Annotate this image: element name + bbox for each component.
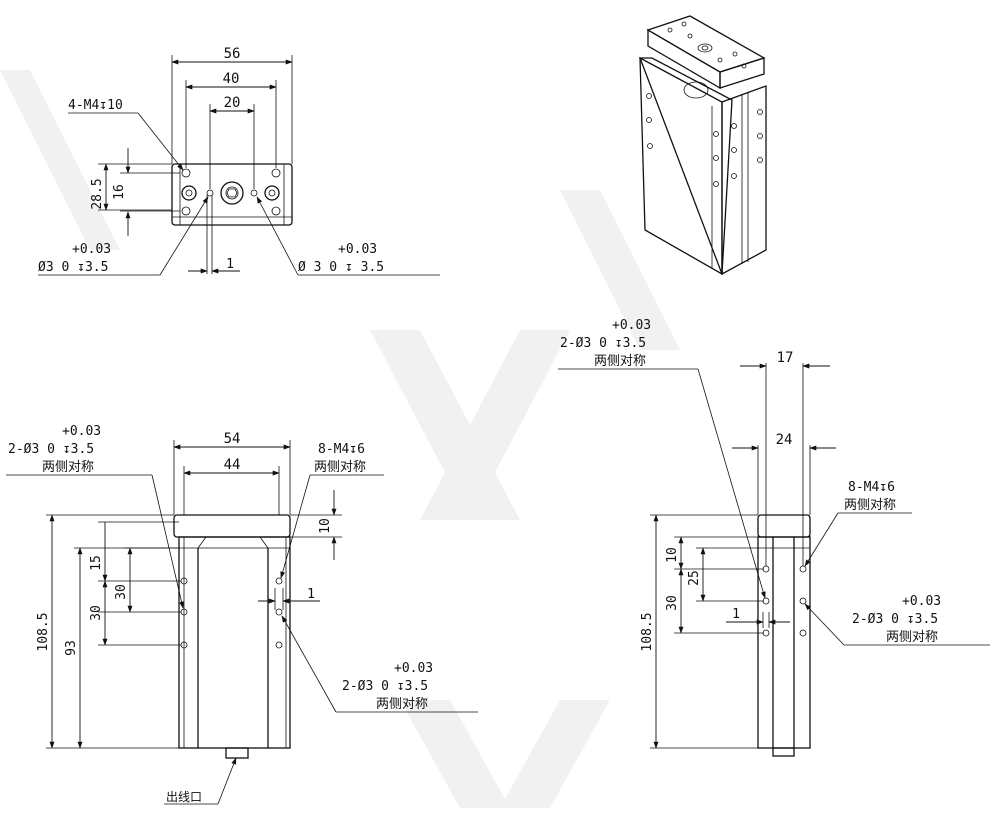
side-top-tolerance: +0.03 xyxy=(612,318,651,333)
front-bottom-spec: 2-Ø3 0 ↧3.5 xyxy=(342,679,428,694)
watermark xyxy=(0,70,680,808)
front-view: 54 44 10 108.5 93 15 30 30 xyxy=(6,424,478,805)
dim-15: 15 xyxy=(89,555,104,571)
right-hole-spec: Ø 3 0 ↧ 3.5 xyxy=(298,260,384,275)
dim-24: 24 xyxy=(776,432,793,448)
dim-17: 17 xyxy=(777,350,794,366)
front-tap-spec: 8-M4↧6 xyxy=(318,442,365,457)
side-tap-spec: 8-M4↧6 xyxy=(848,480,895,495)
front-left-spec: 2-Ø3 0 ↧3.5 xyxy=(8,442,94,457)
dim-108-5-front: 108.5 xyxy=(36,612,51,651)
dim-93: 93 xyxy=(64,640,79,656)
left-hole-spec: Ø3 0 ↧3.5 xyxy=(38,260,108,275)
front-left-tolerance: +0.03 xyxy=(62,424,101,439)
front-bottom-tolerance: +0.03 xyxy=(394,661,433,676)
dim-108-5-side: 108.5 xyxy=(640,612,655,651)
dim-44: 44 xyxy=(224,457,241,473)
dim-1-front: 1 xyxy=(307,587,315,602)
side-view: 17 24 108.5 10 30 25 1 +0.03 2-Ø3 0 ↧3.5 xyxy=(558,318,990,757)
side-top-spec: 2-Ø3 0 ↧3.5 xyxy=(560,336,646,351)
dim-1-side: 1 xyxy=(732,607,740,622)
dim-10-front: 10 xyxy=(318,518,333,534)
top-view: 56 40 20 4-M4↧10 28.5 16 1 +0.03 xyxy=(38,46,440,276)
dim-30-lower: 30 xyxy=(89,605,104,621)
dim-54: 54 xyxy=(224,431,241,447)
isometric-view xyxy=(639,15,767,276)
side-right-spec: 2-Ø3 0 ↧3.5 xyxy=(852,612,938,627)
callout-4-m4: 4-M4↧10 xyxy=(68,98,123,113)
side-tap-note: 两侧对称 xyxy=(844,498,896,513)
front-left-note: 两侧对称 xyxy=(42,460,94,475)
left-hole-tolerance: +0.03 xyxy=(72,242,111,257)
dim-25: 25 xyxy=(687,570,702,586)
dim-40: 40 xyxy=(223,71,240,87)
side-top-note: 两侧对称 xyxy=(594,354,646,369)
front-bottom-note: 两侧对称 xyxy=(376,697,428,712)
dim-56: 56 xyxy=(224,46,241,62)
dim-20: 20 xyxy=(224,95,241,111)
outlet-label: 出线口 xyxy=(166,790,202,804)
dim-16: 16 xyxy=(112,184,127,200)
right-hole-tolerance: +0.03 xyxy=(338,242,377,257)
dim-28-5: 28.5 xyxy=(90,178,105,209)
dim-30-upper: 30 xyxy=(114,584,129,600)
side-right-tolerance: +0.03 xyxy=(902,594,941,609)
dim-30-side: 30 xyxy=(665,595,680,611)
dim-10-side: 10 xyxy=(665,547,680,563)
dim-1-top: 1 xyxy=(226,257,234,272)
side-right-note: 两侧对称 xyxy=(886,630,938,645)
front-tap-note: 两侧对称 xyxy=(314,460,366,475)
